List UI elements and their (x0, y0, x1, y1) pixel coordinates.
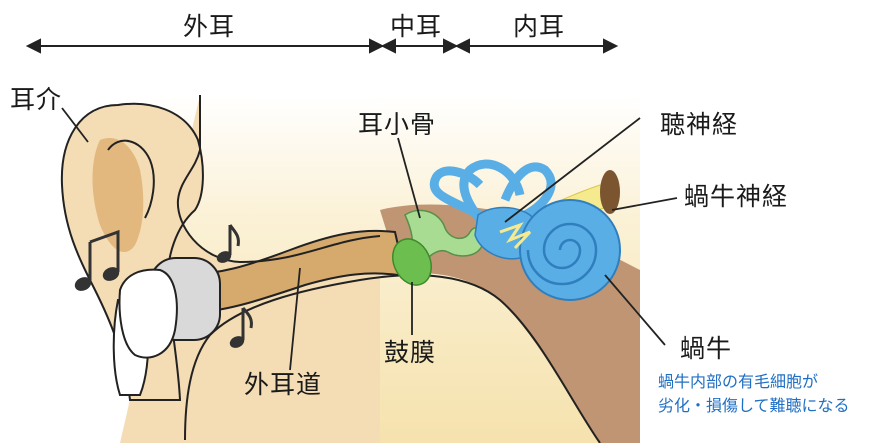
label-eardrum: 鼓膜 (384, 338, 437, 367)
label-auditory-nerve: 聴神経 (660, 110, 739, 139)
canal-bottom-line (184, 274, 601, 444)
label-ossicles: 耳小骨 (358, 110, 437, 139)
label-ear-canal: 外耳道 (244, 370, 323, 399)
music-note-icon (216, 224, 240, 263)
section-arrows (25, 38, 619, 54)
nerve-canal (600, 170, 620, 214)
cochlea (519, 199, 621, 301)
section-label-inner-ear: 内耳 (513, 12, 566, 41)
pinna-helix-line (107, 139, 155, 219)
leader-lines (61, 107, 678, 371)
section-label-outer-ear: 外耳 (183, 12, 236, 41)
canal-top-line (176, 95, 381, 264)
pinna-inner-fold (92, 138, 144, 253)
nerve-fibers (499, 222, 532, 250)
music-note-icon (229, 307, 253, 348)
label-cochlea: 蝸牛 (680, 334, 733, 363)
hearing-loss-note-line2: 劣化・損傷して難聴になる (658, 396, 850, 415)
semicircular-canals (429, 159, 556, 234)
label-cochlear-nerve: 蝸牛神経 (684, 182, 789, 211)
earphone-body (118, 268, 178, 359)
music-note-icon (74, 229, 120, 291)
label-pinna: 耳介 (10, 85, 63, 114)
section-label-middle-ear: 中耳 (390, 12, 443, 41)
hearing-loss-note-line1: 蝸牛内部の有毛細胞が (658, 372, 819, 391)
eardrum (392, 238, 432, 286)
